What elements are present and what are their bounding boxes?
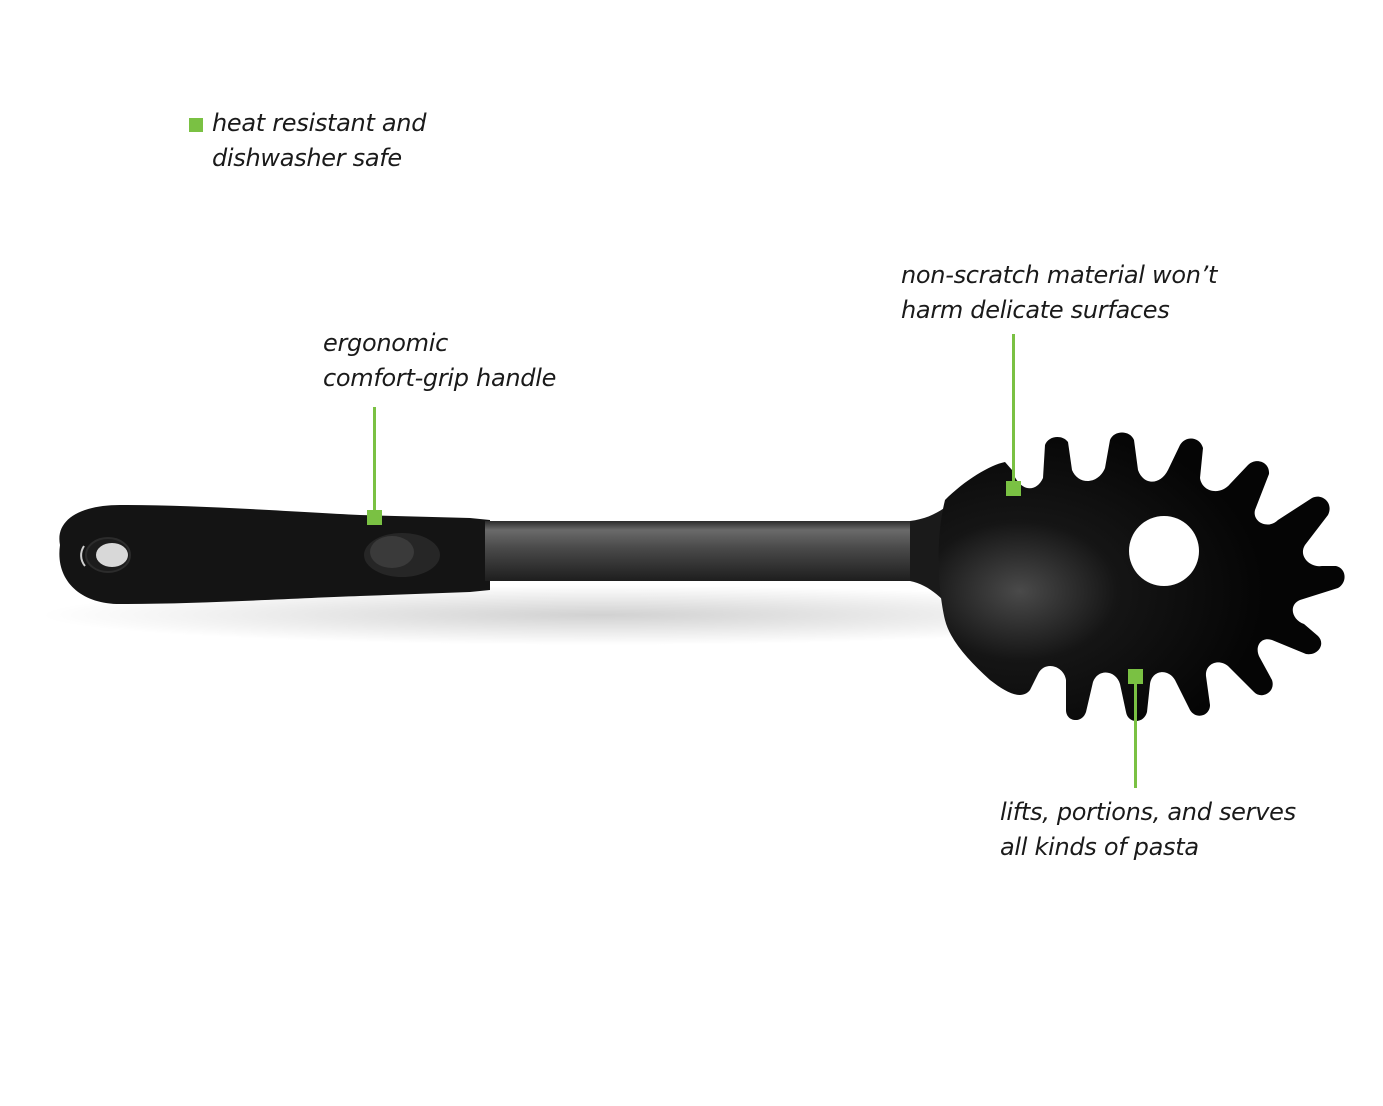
- callout-nonscratch-line-2: harm delicate surfaces: [901, 296, 1170, 324]
- spoon-head: [938, 432, 1345, 721]
- callout-heat-line-2: dishwasher safe: [212, 144, 402, 172]
- callout-marker-icon: [1006, 481, 1021, 496]
- handle-shaft: [485, 521, 915, 581]
- callout-handle-line-2: comfort-grip handle: [323, 364, 557, 392]
- handle-grip: [59, 505, 491, 604]
- leader-line-icon: [373, 407, 376, 512]
- callout-handle-line-1: ergonomic: [323, 329, 448, 357]
- callout-pasta-line-2: all kinds of pasta: [1000, 833, 1199, 861]
- callout-pasta-line-1: lifts, portions, and serves: [1000, 798, 1296, 826]
- callout-heat-line-1: heat resistant and: [212, 109, 427, 137]
- leader-line-icon: [1134, 682, 1137, 788]
- callout-marker-icon: [367, 510, 382, 525]
- leader-line-icon: [1012, 334, 1015, 484]
- callout-nonscratch-line-1: non-scratch material won’t: [901, 261, 1218, 289]
- bullet-marker-icon: [189, 118, 203, 132]
- callout-marker-icon: [1128, 669, 1143, 684]
